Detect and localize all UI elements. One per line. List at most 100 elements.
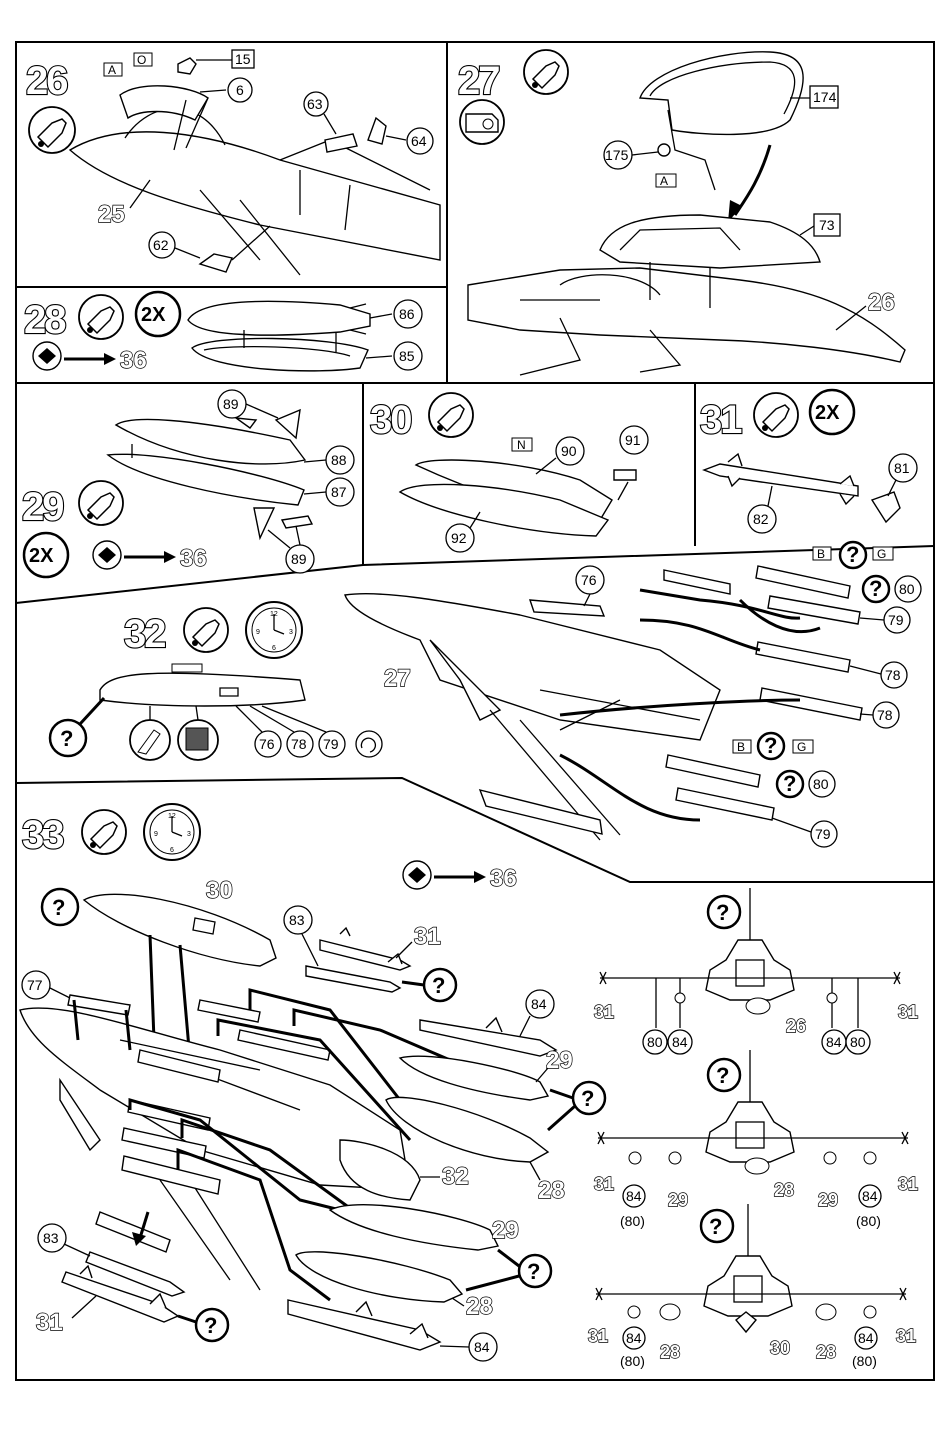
small-part-62 <box>198 253 233 273</box>
svg-text:84: 84 <box>672 1034 688 1050</box>
sanding-icon <box>177 719 219 761</box>
svg-text:92: 92 <box>451 530 467 546</box>
multiplier-badge: 2X <box>22 531 70 579</box>
part-label-25: 25 <box>97 179 151 229</box>
svg-text:B: B <box>737 740 745 754</box>
svg-text:6: 6 <box>236 82 244 98</box>
drop-tank-86 <box>187 300 371 336</box>
step-32: 32 12 3 6 9 ? <box>48 601 383 761</box>
svg-text:89: 89 <box>223 396 239 412</box>
part-label-92: 92 <box>445 511 481 553</box>
svg-text:32: 32 <box>442 1163 469 1190</box>
front-view-bottom: ? 31 84 (80) 28 30 28 84 (80) 31 <box>587 1204 917 1369</box>
assembly-curves <box>559 588 821 822</box>
svg-text:31: 31 <box>414 923 441 950</box>
svg-text:?: ? <box>52 895 65 920</box>
glue-icon <box>753 392 799 438</box>
svg-text:36: 36 <box>490 865 517 892</box>
pylon-85 <box>191 337 369 372</box>
svg-text:O: O <box>137 53 146 67</box>
svg-text:91: 91 <box>625 432 641 448</box>
assembly-arrow <box>733 144 772 216</box>
pylons-right <box>528 565 863 821</box>
svg-text:79: 79 <box>323 736 339 752</box>
part-label-63: 63 <box>303 91 337 135</box>
part-label-89-bottom: 89 <box>267 525 315 574</box>
reference-arrow: 36 <box>92 540 207 573</box>
step-number: 31 <box>700 398 742 442</box>
svg-text:29: 29 <box>492 1217 519 1244</box>
front-view-middle: ? 31 84 (80) 29 28 29 84 (80) 31 <box>593 1050 919 1229</box>
svg-text:?: ? <box>709 1214 722 1239</box>
svg-text:9: 9 <box>256 629 260 636</box>
clock-icon: 12 3 6 9 <box>143 803 201 861</box>
svg-text:6: 6 <box>170 847 174 854</box>
svg-text:175: 175 <box>605 147 629 163</box>
svg-text:77: 77 <box>27 977 43 993</box>
svg-text:84: 84 <box>474 1339 490 1355</box>
step-29: 29 2X 36 89 <box>21 389 355 579</box>
tank-28-bottom: 28 <box>295 1251 493 1321</box>
svg-text:81: 81 <box>894 460 910 476</box>
svg-text:31: 31 <box>898 1174 918 1194</box>
missile-82 <box>702 452 859 506</box>
svg-text:N: N <box>517 438 526 452</box>
fin-81 <box>870 491 901 524</box>
svg-text:28: 28 <box>466 1293 493 1320</box>
svg-text:12: 12 <box>270 611 278 618</box>
svg-text:31: 31 <box>594 1002 614 1022</box>
question-circle: ? <box>177 1307 230 1343</box>
step-28: 28 2X 36 86 <box>23 290 423 375</box>
part-label-89-top: 89 <box>217 389 279 419</box>
svg-text:62: 62 <box>153 237 169 253</box>
svg-text:27: 27 <box>384 665 411 692</box>
svg-text:A: A <box>108 63 116 77</box>
part-label-76: 76 <box>254 730 282 758</box>
part-label-73: 73 <box>799 213 841 237</box>
glue-icon <box>81 809 127 855</box>
glue-icon <box>183 607 229 653</box>
missile-84-top: 84 <box>419 989 558 1057</box>
svg-text:78: 78 <box>291 736 307 752</box>
svg-text:83: 83 <box>43 1230 59 1246</box>
svg-text:2X: 2X <box>29 545 54 567</box>
connector-lines <box>72 988 451 1302</box>
canopy-73 <box>599 214 821 269</box>
canopy-frame-174 <box>639 51 804 136</box>
svg-text:29: 29 <box>546 1047 573 1074</box>
svg-text:G: G <box>797 740 806 754</box>
svg-text:?: ? <box>527 1259 540 1284</box>
svg-text:87: 87 <box>331 484 347 500</box>
decal-icon <box>459 99 505 145</box>
svg-text:?: ? <box>60 726 73 751</box>
part-label-79: 79 <box>318 730 346 758</box>
question-circle: ? <box>547 1080 607 1132</box>
svg-text:36: 36 <box>120 347 147 374</box>
step-number: 33 <box>22 813 63 857</box>
part-label-78: 78 <box>286 730 314 758</box>
front-view-top: ? 31 80 84 26 84 80 31 <box>593 888 919 1055</box>
glue-icon <box>78 294 124 340</box>
part-label-64: 64 <box>385 127 434 155</box>
step-number: 32 <box>124 612 165 656</box>
question-circle: ? <box>401 967 458 1003</box>
pod-29-bottom: 29 <box>328 1204 519 1251</box>
fuselage-26 <box>467 267 906 376</box>
canopy-part <box>119 85 209 121</box>
svg-text:36: 36 <box>180 545 207 572</box>
pod-30 <box>398 459 613 537</box>
svg-text:64: 64 <box>411 133 427 149</box>
svg-text:29: 29 <box>818 1190 838 1210</box>
svg-text:G: G <box>877 547 886 561</box>
svg-text:84: 84 <box>626 1330 642 1346</box>
part-label-6: 6 <box>199 77 253 103</box>
svg-text:85: 85 <box>399 348 415 364</box>
tag-a: A <box>103 62 123 77</box>
tag-a: A <box>655 173 677 188</box>
svg-text:(80): (80) <box>856 1213 881 1229</box>
svg-text:31: 31 <box>588 1326 608 1346</box>
svg-text:28: 28 <box>538 1177 565 1204</box>
part-label-87: 87 <box>303 477 355 507</box>
reference-arrow: 36 <box>32 341 147 375</box>
svg-text:25: 25 <box>98 201 125 228</box>
